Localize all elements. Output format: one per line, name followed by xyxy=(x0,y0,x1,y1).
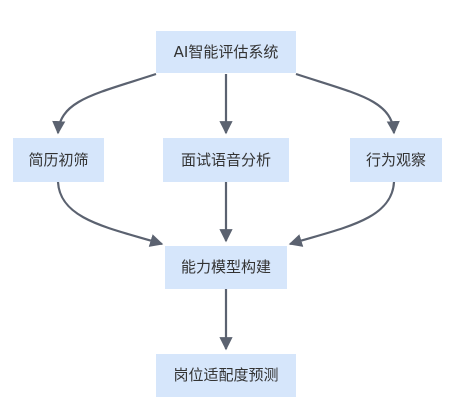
edge-resume-model xyxy=(56,181,164,247)
node-resume-screening: 简历初筛 xyxy=(13,138,104,182)
node-behavior-observation: 行为观察 xyxy=(350,138,442,182)
edge-behavior-model xyxy=(288,181,396,247)
edge-root-behavior xyxy=(295,72,400,135)
edge-root-resume xyxy=(52,72,157,135)
node-ai-evaluation-system: AI智能评估系统 xyxy=(156,31,296,73)
node-job-fit-prediction: 岗位适配度预测 xyxy=(156,354,296,397)
node-interview-voice-analysis: 面试语音分析 xyxy=(163,138,289,182)
node-capability-model: 能力模型构建 xyxy=(165,246,287,289)
